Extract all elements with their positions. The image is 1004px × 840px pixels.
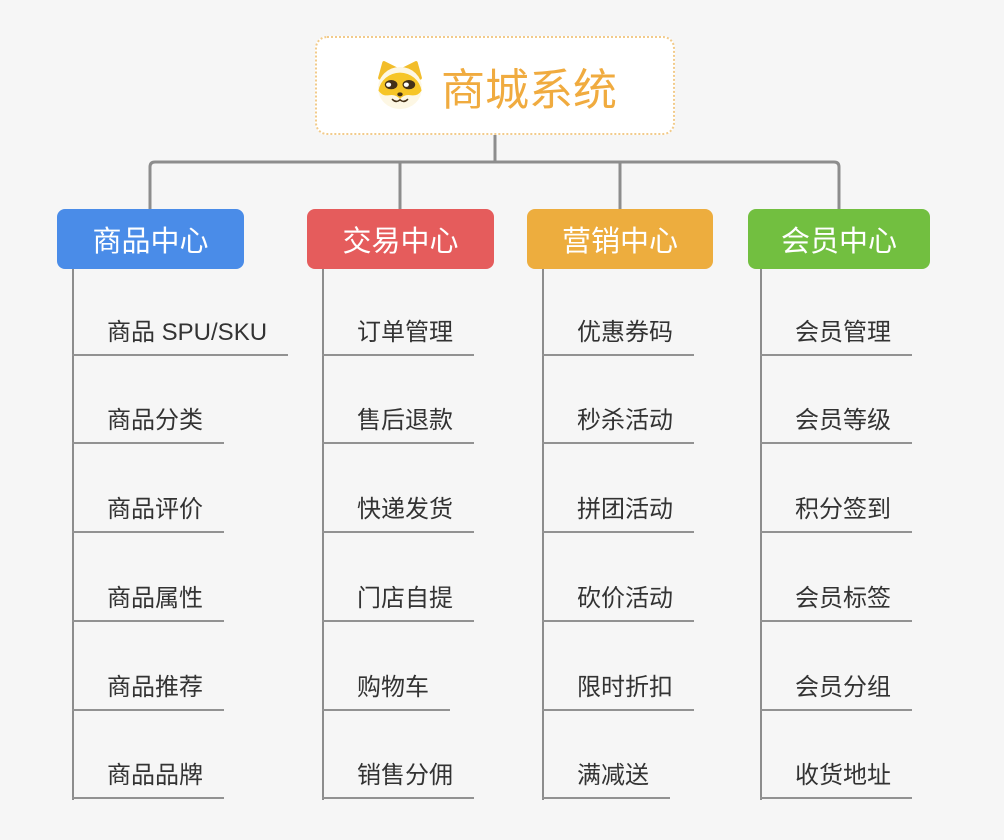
branch-label: 营销中心 <box>561 226 678 258</box>
branch-node-marketing-center[interactable]: 营销中心 <box>527 209 713 269</box>
root-node[interactable]: 商城系统 <box>315 36 675 135</box>
root-title: 商城系统 <box>441 65 617 115</box>
dog-face-icon <box>378 61 422 110</box>
leaf-node[interactable]: 积分签到 <box>760 493 912 533</box>
leaf-node[interactable]: 秒杀活动 <box>542 404 694 444</box>
leaf-node[interactable]: 商品评价 <box>72 493 224 533</box>
leaf-node[interactable]: 商品分类 <box>72 404 224 444</box>
leaf-node[interactable]: 商品推荐 <box>72 671 224 711</box>
leaf-node[interactable]: 门店自提 <box>322 582 474 622</box>
branch-label: 商品中心 <box>92 226 209 258</box>
leaf-node[interactable]: 拼团活动 <box>542 493 694 533</box>
leaf-node[interactable]: 商品 SPU/SKU <box>72 316 289 356</box>
leaf-node[interactable]: 会员标签 <box>760 582 912 622</box>
leaf-node[interactable]: 会员管理 <box>760 316 912 356</box>
leaf-node[interactable]: 商品属性 <box>72 582 224 622</box>
branch-node-product-center[interactable]: 商品中心 <box>57 209 244 269</box>
branch-node-trade-center[interactable]: 交易中心 <box>307 209 494 269</box>
leaf-node[interactable]: 会员分组 <box>760 671 912 711</box>
leaf-node[interactable]: 销售分佣 <box>322 759 474 799</box>
branch-node-member-center[interactable]: 会员中心 <box>748 209 930 269</box>
leaf-node[interactable]: 订单管理 <box>322 316 474 356</box>
leaf-node[interactable]: 快递发货 <box>322 493 474 533</box>
branch-label: 交易中心 <box>342 226 459 258</box>
leaf-node[interactable]: 商品品牌 <box>72 759 224 799</box>
leaf-node[interactable]: 会员等级 <box>760 404 912 444</box>
leaf-node[interactable]: 限时折扣 <box>542 671 694 711</box>
leaf-node[interactable]: 收货地址 <box>760 759 912 799</box>
leaf-node[interactable]: 优惠券码 <box>542 316 694 356</box>
leaf-node[interactable]: 售后退款 <box>322 404 474 444</box>
branch-label: 会员中心 <box>780 226 897 258</box>
leaf-node[interactable]: 砍价活动 <box>542 582 694 622</box>
leaf-node[interactable]: 满减送 <box>542 759 670 799</box>
leaf-node[interactable]: 购物车 <box>322 671 450 711</box>
